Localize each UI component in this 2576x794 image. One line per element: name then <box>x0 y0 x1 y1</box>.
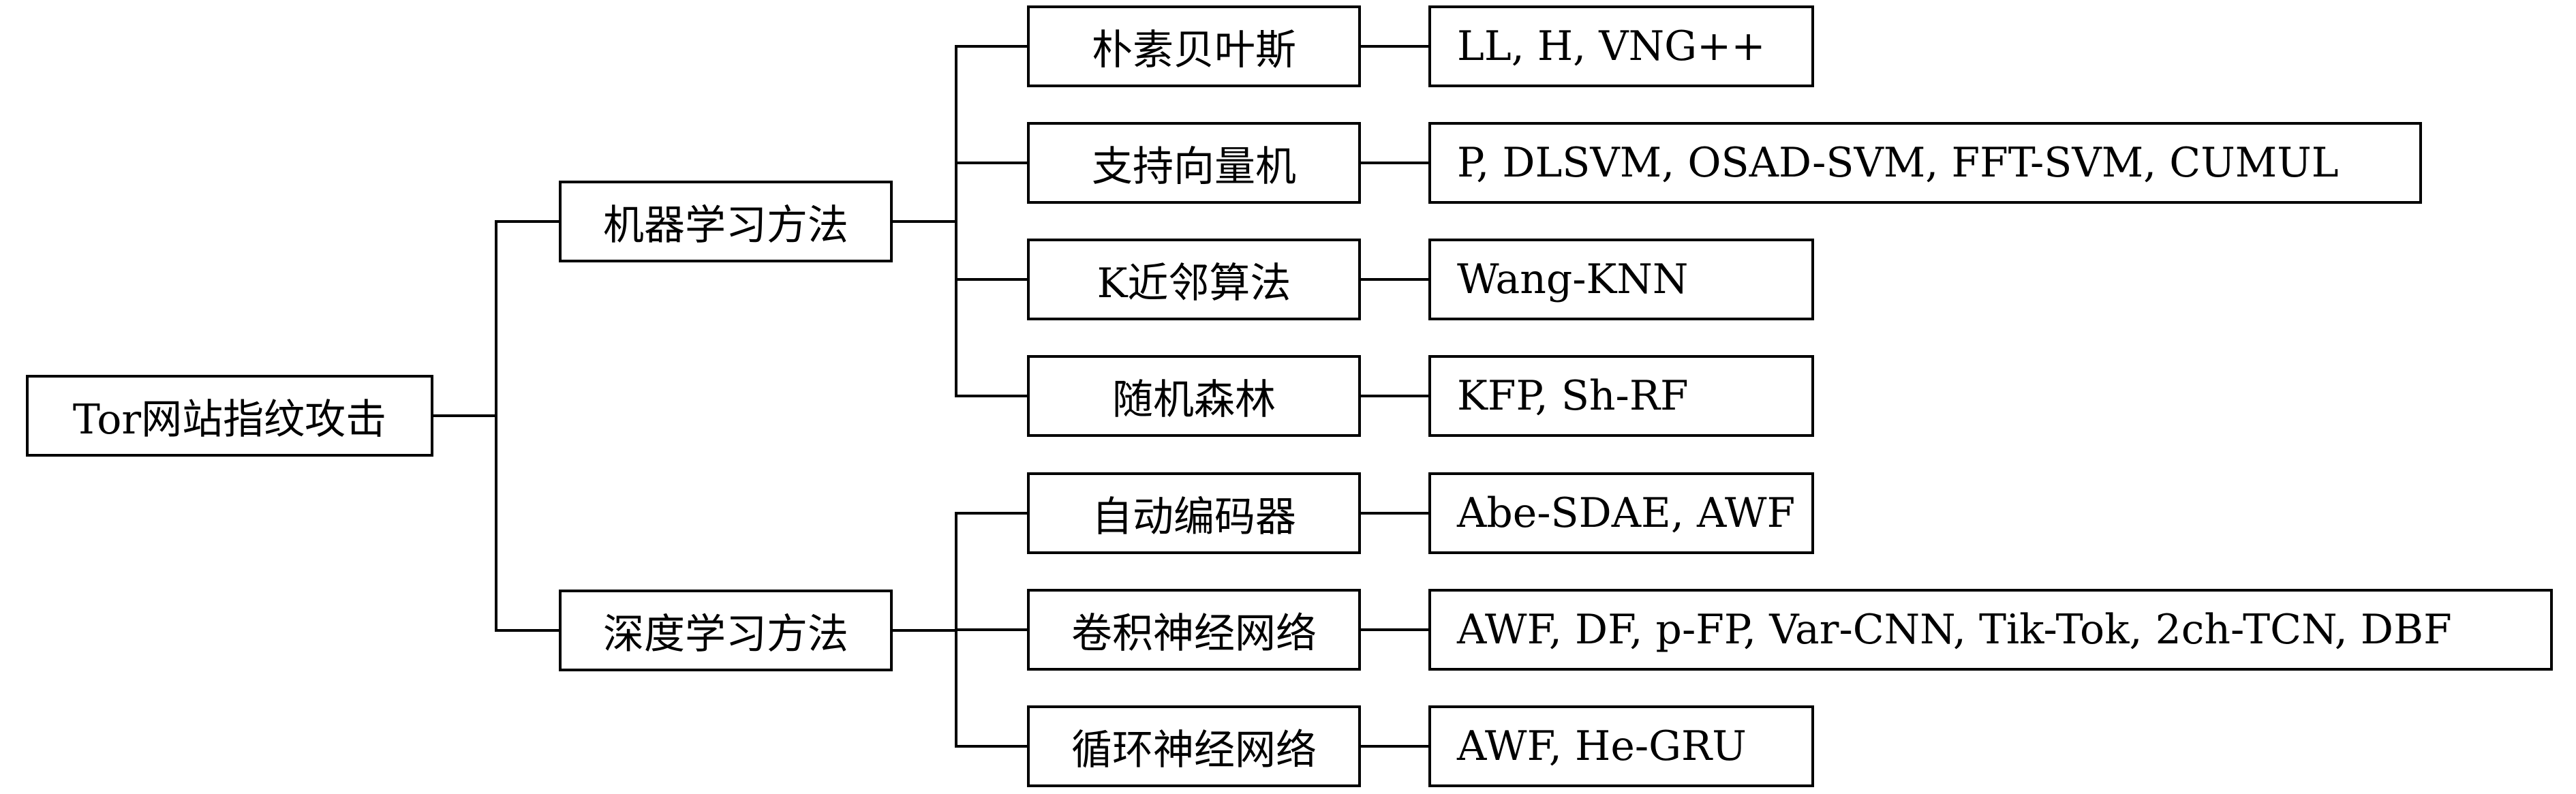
category-node-cnn: 卷积神经网络 <box>1027 589 1361 671</box>
branch-node-machine-learning: 机器学习方法 <box>559 181 893 262</box>
branch-node-deep-learning: 深度学习方法 <box>559 590 893 671</box>
methods-node-naive-bayes: LL, H, VNG++ <box>1428 5 1814 87</box>
methods-node-rnn: AWF, He-GRU <box>1428 705 1814 787</box>
category-node-autoencoder: 自动编码器 <box>1027 472 1361 554</box>
category-node-knn: K近邻算法 <box>1027 239 1361 320</box>
category-node-random-forest: 随机森林 <box>1027 355 1361 437</box>
category-node-rnn: 循环神经网络 <box>1027 705 1361 787</box>
root-node: Tor网站指纹攻击 <box>26 375 433 457</box>
methods-node-knn: Wang-KNN <box>1428 239 1814 320</box>
methods-node-random-forest: KFP, Sh-RF <box>1428 355 1814 437</box>
methods-node-autoencoder: Abe-SDAE, AWF <box>1428 472 1814 554</box>
methods-node-cnn: AWF, DF, p-FP, Var-CNN, Tik-Tok, 2ch-TCN… <box>1428 589 2553 671</box>
category-node-svm: 支持向量机 <box>1027 122 1361 204</box>
methods-node-svm: P, DLSVM, OSAD-SVM, FFT-SVM, CUMUL <box>1428 122 2422 204</box>
category-node-naive-bayes: 朴素贝叶斯 <box>1027 5 1361 87</box>
